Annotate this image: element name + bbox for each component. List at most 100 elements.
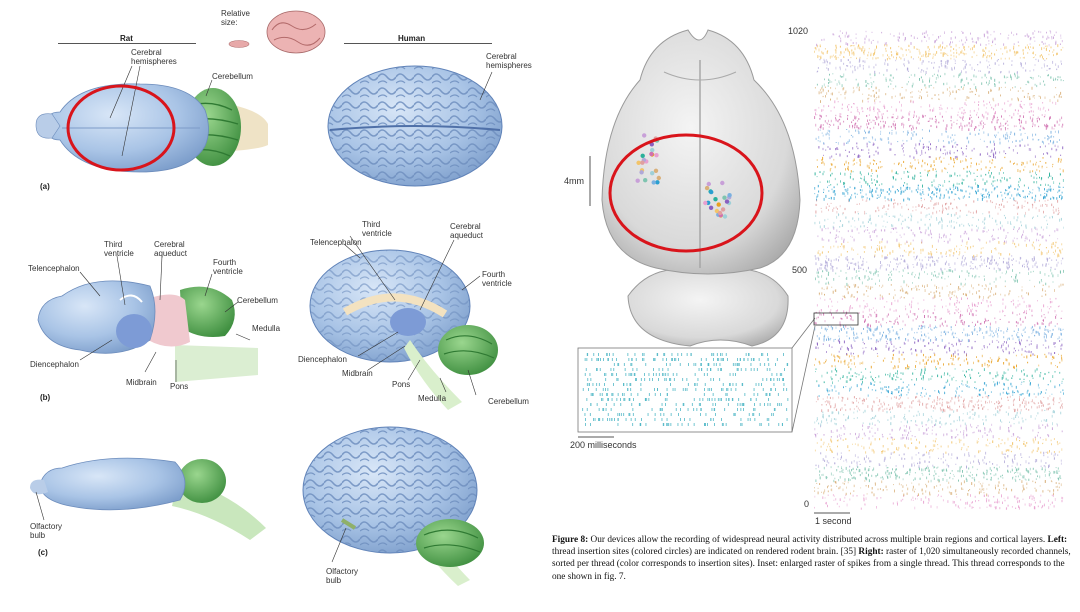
raster-spike xyxy=(1049,174,1050,177)
raster-spike xyxy=(823,197,825,201)
raster-spike xyxy=(1006,327,1008,329)
raster-spike xyxy=(880,166,882,169)
raster-spike xyxy=(913,251,915,254)
inset-spike xyxy=(618,363,620,366)
raster-spike xyxy=(926,214,928,217)
raster-spike xyxy=(1019,195,1021,197)
raster-spike xyxy=(894,438,895,440)
raster-spike xyxy=(822,415,824,418)
raster-spike xyxy=(834,165,836,169)
raster-spike xyxy=(826,277,828,280)
raster-spike xyxy=(924,368,926,372)
raster-spike xyxy=(922,321,924,324)
inset-spike xyxy=(743,408,744,411)
raster-spike xyxy=(862,361,864,365)
raster-spike xyxy=(865,285,867,288)
raster-spike xyxy=(945,235,947,239)
raster-spike xyxy=(985,331,987,334)
inset-spike xyxy=(661,408,663,411)
raster-spike xyxy=(815,322,817,325)
raster-spike xyxy=(826,400,828,402)
raster-spike xyxy=(826,257,828,260)
raster-spike xyxy=(947,310,949,313)
raster-spike xyxy=(908,226,910,229)
raster-spike xyxy=(815,434,817,438)
raster-spike xyxy=(966,412,968,415)
raster-spike xyxy=(1007,368,1009,371)
raster-spike xyxy=(969,192,971,195)
raster-spike xyxy=(869,466,871,468)
raster-spike xyxy=(1041,409,1043,412)
raster-spike xyxy=(958,507,960,509)
raster-spike xyxy=(1002,309,1003,313)
raster-spike xyxy=(866,145,868,148)
raster-spike xyxy=(1037,447,1039,451)
raster-spike xyxy=(962,384,964,386)
raster-spike xyxy=(968,452,970,455)
raster-spike xyxy=(1010,184,1012,187)
inset-spike xyxy=(727,403,729,406)
raster-spike xyxy=(886,315,888,318)
raster-spike xyxy=(1040,400,1042,402)
raster-spike xyxy=(980,400,982,402)
raster-spike xyxy=(921,368,923,372)
inset-spike xyxy=(661,418,663,421)
raster-spike xyxy=(840,452,842,454)
raster-spike xyxy=(1014,242,1016,246)
raster-spike xyxy=(819,221,821,224)
raster-spike xyxy=(827,146,829,148)
raster-spike xyxy=(874,271,876,274)
red-annotation-circle-rat xyxy=(66,84,176,172)
raster-spike xyxy=(953,183,955,187)
raster-spike xyxy=(833,278,835,281)
raster-spike xyxy=(931,252,933,255)
inset-spike xyxy=(732,363,734,366)
inset-spike xyxy=(776,373,778,376)
raster-spike xyxy=(863,293,865,296)
raster-spike xyxy=(865,200,867,202)
raster-spike xyxy=(866,164,868,168)
raster-spike xyxy=(870,338,872,340)
raster-spike xyxy=(974,411,976,415)
raster-spike xyxy=(859,469,861,472)
inset-spike xyxy=(767,353,768,356)
raster-spike xyxy=(914,234,916,238)
raster-spike xyxy=(903,425,905,427)
raster-spike xyxy=(1011,334,1013,337)
raster-spike xyxy=(912,499,914,501)
raster-spike xyxy=(914,159,916,161)
raster-spike xyxy=(865,497,867,500)
raster-spike xyxy=(914,338,916,340)
raster-spike xyxy=(878,166,880,169)
raster-spike xyxy=(964,257,966,260)
raster-spike xyxy=(918,325,920,327)
raster-spike xyxy=(990,262,992,265)
raster-spike xyxy=(1040,401,1042,404)
raster-spike xyxy=(988,155,990,158)
raster-spike xyxy=(931,192,932,194)
raster-spike xyxy=(958,416,960,420)
inset-spike xyxy=(605,388,606,391)
inset-spike xyxy=(632,368,634,371)
raster-spike xyxy=(926,273,928,275)
raster-spike xyxy=(947,379,949,383)
raster-spike xyxy=(919,189,921,191)
raster-spike xyxy=(1060,332,1062,336)
raster-spike xyxy=(969,416,971,419)
raster-spike xyxy=(930,339,932,342)
raster-spike xyxy=(892,215,894,217)
raster-spike xyxy=(927,163,928,166)
raster-spike xyxy=(904,291,906,294)
raster-spike xyxy=(939,188,941,192)
raster-spike xyxy=(977,459,979,462)
raster-spike xyxy=(983,368,985,371)
raster-spike xyxy=(928,148,930,151)
raster-spike xyxy=(861,399,863,402)
inset-spike xyxy=(743,358,745,361)
raster-spike xyxy=(1005,377,1007,381)
raster-spike xyxy=(998,438,1000,440)
inset-spike xyxy=(727,358,728,361)
inset-spike xyxy=(709,398,710,401)
raster-spike xyxy=(1059,182,1061,185)
raster-spike xyxy=(836,439,838,442)
